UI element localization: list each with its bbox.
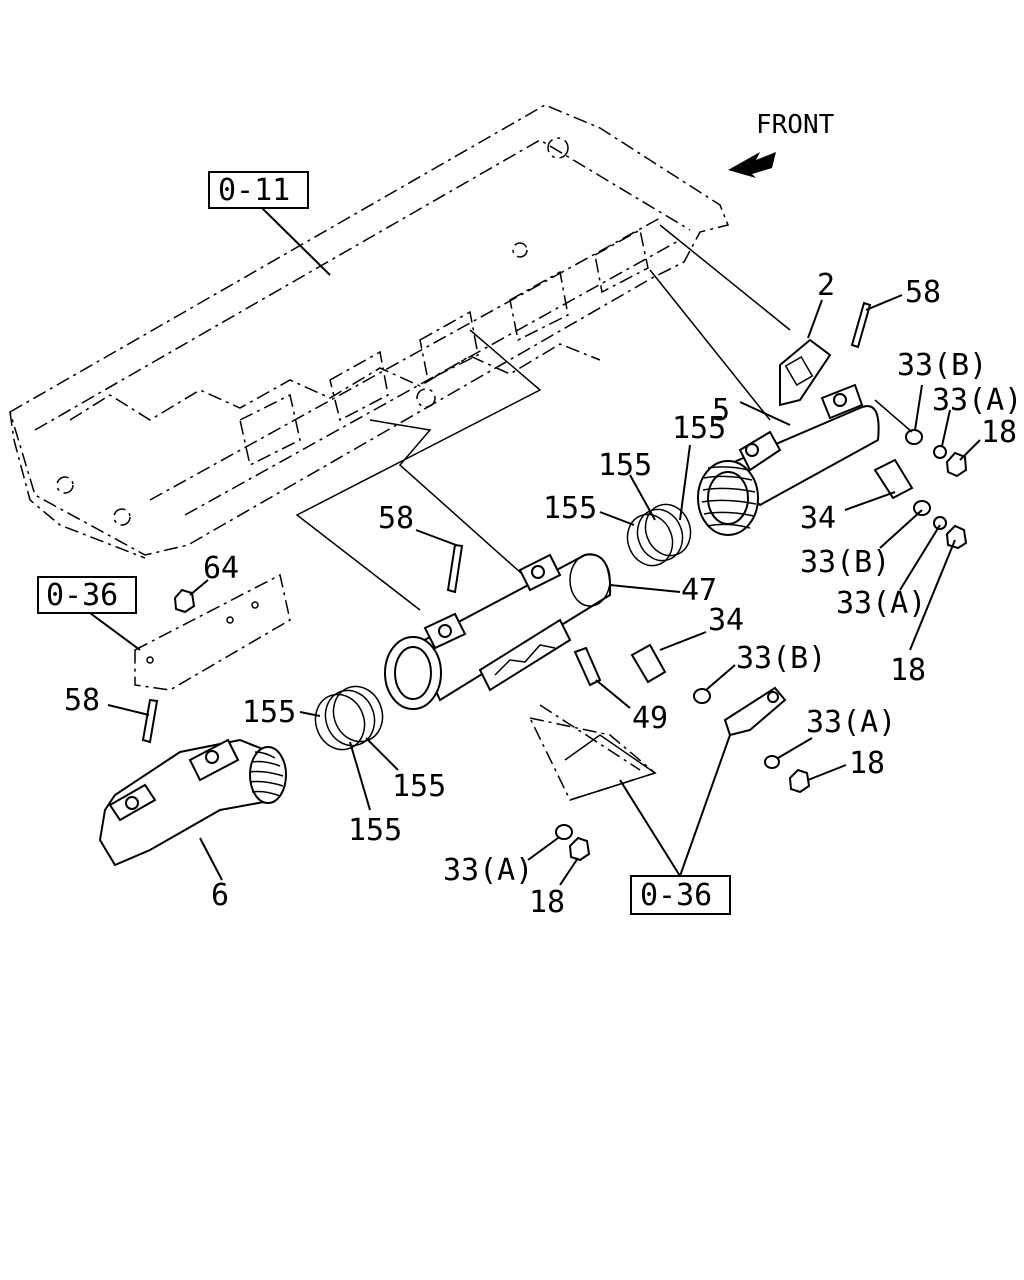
callout-33b-2: 33(B) bbox=[800, 545, 890, 580]
callout-18-4: 18 bbox=[529, 885, 565, 920]
callout-18-3: 18 bbox=[849, 746, 885, 781]
callout-18-1: 18 bbox=[981, 415, 1017, 450]
callout-155-d: 155 bbox=[242, 695, 296, 730]
bracket-lower: 33(A) 18 bbox=[443, 704, 657, 920]
exhaust-pipe-part-5: 5 bbox=[697, 383, 880, 536]
callout-33a-4: 33(A) bbox=[443, 853, 533, 888]
fasteners-right-upper: 33(B) 33(A) 18 bbox=[874, 348, 1022, 478]
dowel-part-49: 49 bbox=[573, 646, 668, 736]
heat-shield-left: 64 0-36 bbox=[37, 551, 291, 691]
callout-155-a: 155 bbox=[672, 411, 726, 446]
callout-155-c: 155 bbox=[543, 491, 597, 526]
front-indicator: FRONT bbox=[728, 110, 835, 178]
cylinder-head bbox=[9, 104, 730, 559]
seal-rings-lower: 155 155 155 bbox=[242, 685, 446, 848]
callout-155-e: 155 bbox=[392, 769, 446, 804]
callout-33a-3: 33(A) bbox=[806, 705, 896, 740]
callout-33b-3: 33(B) bbox=[736, 641, 826, 676]
stud-58-mid: 58 bbox=[378, 501, 464, 594]
callout-155-f: 155 bbox=[348, 813, 402, 848]
front-label: FRONT bbox=[756, 110, 835, 140]
stud-58-top: 58 bbox=[850, 275, 941, 349]
ref-box-0-11: 0-11 bbox=[208, 171, 331, 276]
callout-2: 2 bbox=[817, 268, 835, 303]
bracket-right: 33(A) 18 bbox=[723, 686, 896, 794]
ref-0-36-left-text: 0-36 bbox=[46, 578, 118, 613]
callout-18-2: 18 bbox=[890, 653, 926, 688]
spacer-34-mid: 34 33(B) bbox=[630, 603, 826, 704]
callout-58-top: 58 bbox=[905, 275, 941, 310]
callout-58-left: 58 bbox=[64, 683, 100, 718]
ref-box-0-36-bottom: 0-36 bbox=[619, 734, 731, 915]
callout-33a-1: 33(A) bbox=[932, 383, 1022, 418]
front-arrow-icon bbox=[728, 152, 776, 178]
ref-0-36-bottom-text: 0-36 bbox=[640, 878, 712, 913]
callout-58-mid: 58 bbox=[378, 501, 414, 536]
assembly-leaders bbox=[295, 224, 791, 611]
callout-5: 5 bbox=[712, 393, 730, 428]
callout-34-2: 34 bbox=[708, 603, 744, 638]
callout-34-1: 34 bbox=[800, 501, 836, 536]
callout-6: 6 bbox=[211, 878, 229, 913]
seal-rings-upper: 155 155 155 bbox=[543, 411, 726, 567]
callout-47: 47 bbox=[681, 573, 717, 608]
callout-155-b: 155 bbox=[598, 448, 652, 483]
fasteners-right-lower: 34 33(B) 33(A) 18 bbox=[800, 458, 968, 688]
gasket-part-2: 2 bbox=[779, 268, 835, 407]
ref-0-11-text: 0-11 bbox=[218, 173, 290, 208]
exhaust-pipe-part-47: 47 bbox=[384, 553, 717, 710]
callout-49: 49 bbox=[632, 701, 668, 736]
callout-33a-2: 33(A) bbox=[836, 586, 926, 621]
elbow-pipe-part-6: 6 bbox=[98, 738, 287, 913]
callout-33b-1: 33(B) bbox=[897, 348, 987, 383]
stud-58-left: 58 bbox=[64, 683, 159, 744]
callout-64: 64 bbox=[203, 551, 239, 586]
